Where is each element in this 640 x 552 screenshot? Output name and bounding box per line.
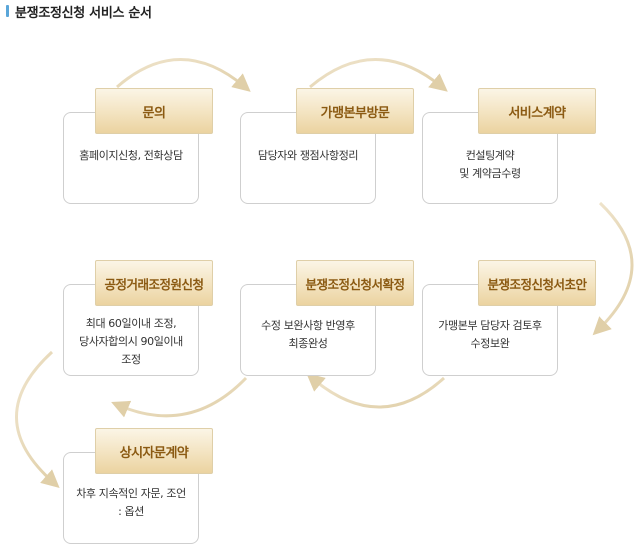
arrow-5-to-6 [111, 376, 248, 418]
step-label-kfcc-application: 공정거래조정원신청 [95, 260, 213, 306]
arrow-1-to-2 [116, 58, 251, 92]
title-bar: 분쟁조정신청 서비스 순서 [6, 2, 152, 21]
arrow-6-to-7 [15, 350, 60, 488]
step-desc: 수정 보완사항 반영후 최종완성 [261, 319, 355, 350]
arrow-2-to-3 [309, 58, 448, 92]
step-desc: 담당자와 쟁점사항정리 [257, 149, 359, 162]
step-desc: 가맹본부 담당자 검토후 수정보완 [438, 319, 542, 350]
step-desc: 홈페이지신청, 전화상담 [79, 149, 183, 162]
step-desc: 최대 60일이내 조정, 당사자합의시 90일이내 조정 [79, 317, 183, 366]
step-label-draft-application: 분쟁조정신청서초안 [478, 260, 596, 306]
step-desc: 컨설팅계약 및 계약금수령 [459, 149, 521, 180]
step-label-inquiry: 문의 [95, 88, 213, 134]
step-label-franchisor-visit: 가맹본부방문 [296, 88, 414, 134]
title-bullet-icon [6, 5, 9, 17]
step-desc: 차후 지속적인 자문, 조언 : 옵션 [76, 487, 186, 518]
step-label-finalize-application: 분쟁조정신청서확정 [296, 260, 414, 306]
arrow-4-to-5 [306, 373, 446, 409]
step-label-advisory-contract: 상시자문계약 [95, 428, 213, 474]
arrow-3-to-4 [592, 201, 634, 336]
page-title: 분쟁조정신청 서비스 순서 [15, 5, 152, 21]
step-label-service-contract: 서비스계약 [478, 88, 596, 134]
